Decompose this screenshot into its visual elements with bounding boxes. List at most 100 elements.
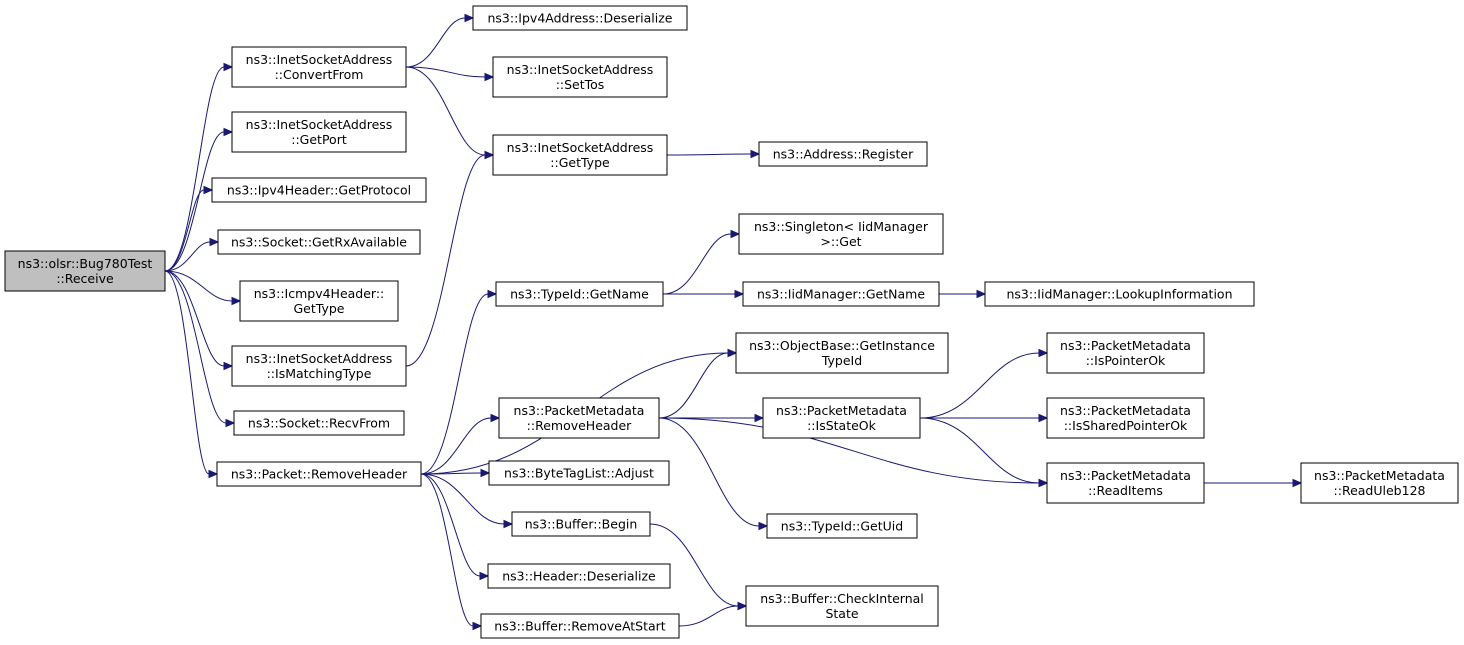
node-n19[interactable]: ns3::PacketMetadata::IsStateOk [762,397,921,439]
node-label-line: ns3::PacketMetadata [1060,403,1191,418]
node-n15[interactable]: ns3::IidManager::GetName [742,281,940,307]
node-box[interactable] [745,585,939,627]
node-label-line: TypeId [821,353,862,368]
node-n11[interactable]: ns3::InetSocketAddress::GetType [492,134,668,176]
node-n24[interactable]: ns3::TypeId::GetUid [766,513,918,539]
node-box[interactable] [487,563,671,589]
node-box[interactable] [217,229,421,255]
edge-arrowhead [1292,478,1303,488]
node-n27[interactable]: ns3::Header::Deserialize [487,563,671,589]
node-box[interactable] [1046,462,1205,504]
edge-line [164,270,233,302]
node-box[interactable] [488,460,670,486]
node-n10[interactable]: ns3::InetSocketAddress::SetTos [492,56,668,98]
node-n2[interactable]: ns3::InetSocketAddress::GetPort [231,111,407,153]
node-label-line: ns3::InetSocketAddress [246,351,393,366]
node-label-line: ns3::Buffer::CheckInternal [760,591,924,606]
edge-arrowhead [758,521,769,531]
node-box[interactable] [216,461,422,487]
edge-line [420,472,482,475]
node-n5[interactable]: ns3::Icmpv4Header::GetType [239,280,399,322]
node-box[interactable] [472,5,688,31]
node-n12[interactable]: ns3::Address::Register [758,141,928,167]
node-label-line: ns3::InetSocketAddress [507,140,654,155]
node-n22[interactable]: ns3::PacketMetadata::ReadItems [1046,462,1205,504]
edge-n13-n14 [662,229,741,295]
edge-arrowhead [754,413,765,423]
node-box[interactable] [239,280,399,322]
node-label-line: ns3::TypeId::GetUid [781,519,903,534]
node-n4[interactable]: ns3::Socket::GetRxAvailable [217,229,421,255]
edge-n19-n21 [920,413,1049,423]
node-n6[interactable]: ns3::InetSocketAddress::IsMatchingType [231,345,407,387]
node-box[interactable] [4,250,166,292]
node-label-line: ns3::ObjectBase::GetInstance [749,338,935,353]
node-box[interactable] [492,56,668,98]
node-n14[interactable]: ns3::Singleton< IidManager>::Get [738,213,944,255]
node-box[interactable] [766,513,918,539]
node-box[interactable] [231,111,407,153]
node-box[interactable] [480,613,680,639]
edge-n13-n15 [662,289,745,299]
node-box[interactable] [984,281,1255,307]
node-n23[interactable]: ns3::PacketMetadata::ReadUleb128 [1300,462,1459,504]
edge-arrowhead [503,519,514,529]
node-n7[interactable]: ns3::Socket::RecvFrom [233,410,405,436]
node-box[interactable] [1046,397,1205,439]
edge-arrowhead [1038,348,1049,358]
node-box[interactable] [233,410,405,436]
node-n13[interactable]: ns3::TypeId::GetName [495,281,664,307]
node-n28[interactable]: ns3::Buffer::RemoveAtStart [480,613,680,639]
node-n1[interactable]: ns3::InetSocketAddress::ConvertFrom [231,46,407,88]
node-box[interactable] [492,134,668,176]
edge-line [658,417,760,527]
node-label-line: >::Get [820,234,861,249]
edge-line [164,270,225,367]
edge-arrowhead [223,127,234,137]
node-n20[interactable]: ns3::PacketMetadata::IsPointerOk [1046,332,1205,374]
node-box[interactable] [1300,462,1459,504]
node-box[interactable] [231,46,407,88]
node-n8[interactable]: ns3::Packet::RemoveHeader [216,461,422,487]
node-label-line: ns3::InetSocketAddress [246,117,393,132]
node-label-line: ::SetTos [556,77,605,92]
edge-line [164,241,211,272]
node-box[interactable] [498,397,660,439]
edge-n8-n28 [420,473,483,631]
edge-line [164,66,225,272]
node-box[interactable] [211,177,427,203]
edge-line [662,233,732,295]
node-box[interactable] [758,141,928,167]
node-box[interactable] [231,345,407,387]
node-label-line: ::IsPointerOk [1086,353,1166,368]
node-box[interactable] [495,281,664,307]
node-label-line: ns3::Buffer::Begin [525,517,638,532]
node-n0[interactable]: ns3::olsr::Bug780Test::Receive [4,250,166,292]
edge-n11-n12 [666,149,761,159]
node-box[interactable] [1046,332,1205,374]
node-label-line: ns3::PacketMetadata [1060,468,1191,483]
edge-arrowhead [208,469,219,479]
node-n21[interactable]: ns3::PacketMetadata::IsSharedPointerOk [1046,397,1205,439]
node-n3[interactable]: ns3::Ipv4Header::GetProtocol [211,177,427,203]
edge-arrowhead [484,72,495,82]
edge-arrowhead [479,571,490,581]
node-label-line: ns3::Socket::GetRxAvailable [231,235,407,250]
node-n18[interactable]: ns3::PacketMetadata::RemoveHeader [498,397,660,439]
node-box[interactable] [742,281,940,307]
node-box[interactable] [735,332,949,374]
node-label-line: ns3::InetSocketAddress [246,52,393,67]
node-box[interactable] [511,511,651,537]
node-n26[interactable]: ns3::Buffer::Begin [511,511,651,537]
node-n25[interactable]: ns3::ByteTagList::Adjust [488,460,670,486]
node-box[interactable] [738,213,944,255]
edge-arrowhead [487,289,498,299]
edge-line [919,352,1040,419]
node-n9[interactable]: ns3::Ipv4Address::Deserialize [472,5,688,31]
node-box[interactable] [762,397,921,439]
edge-arrowhead [223,62,234,72]
edge-n0-n7 [164,270,236,428]
node-n16[interactable]: ns3::IidManager::LookupInformation [984,281,1255,307]
